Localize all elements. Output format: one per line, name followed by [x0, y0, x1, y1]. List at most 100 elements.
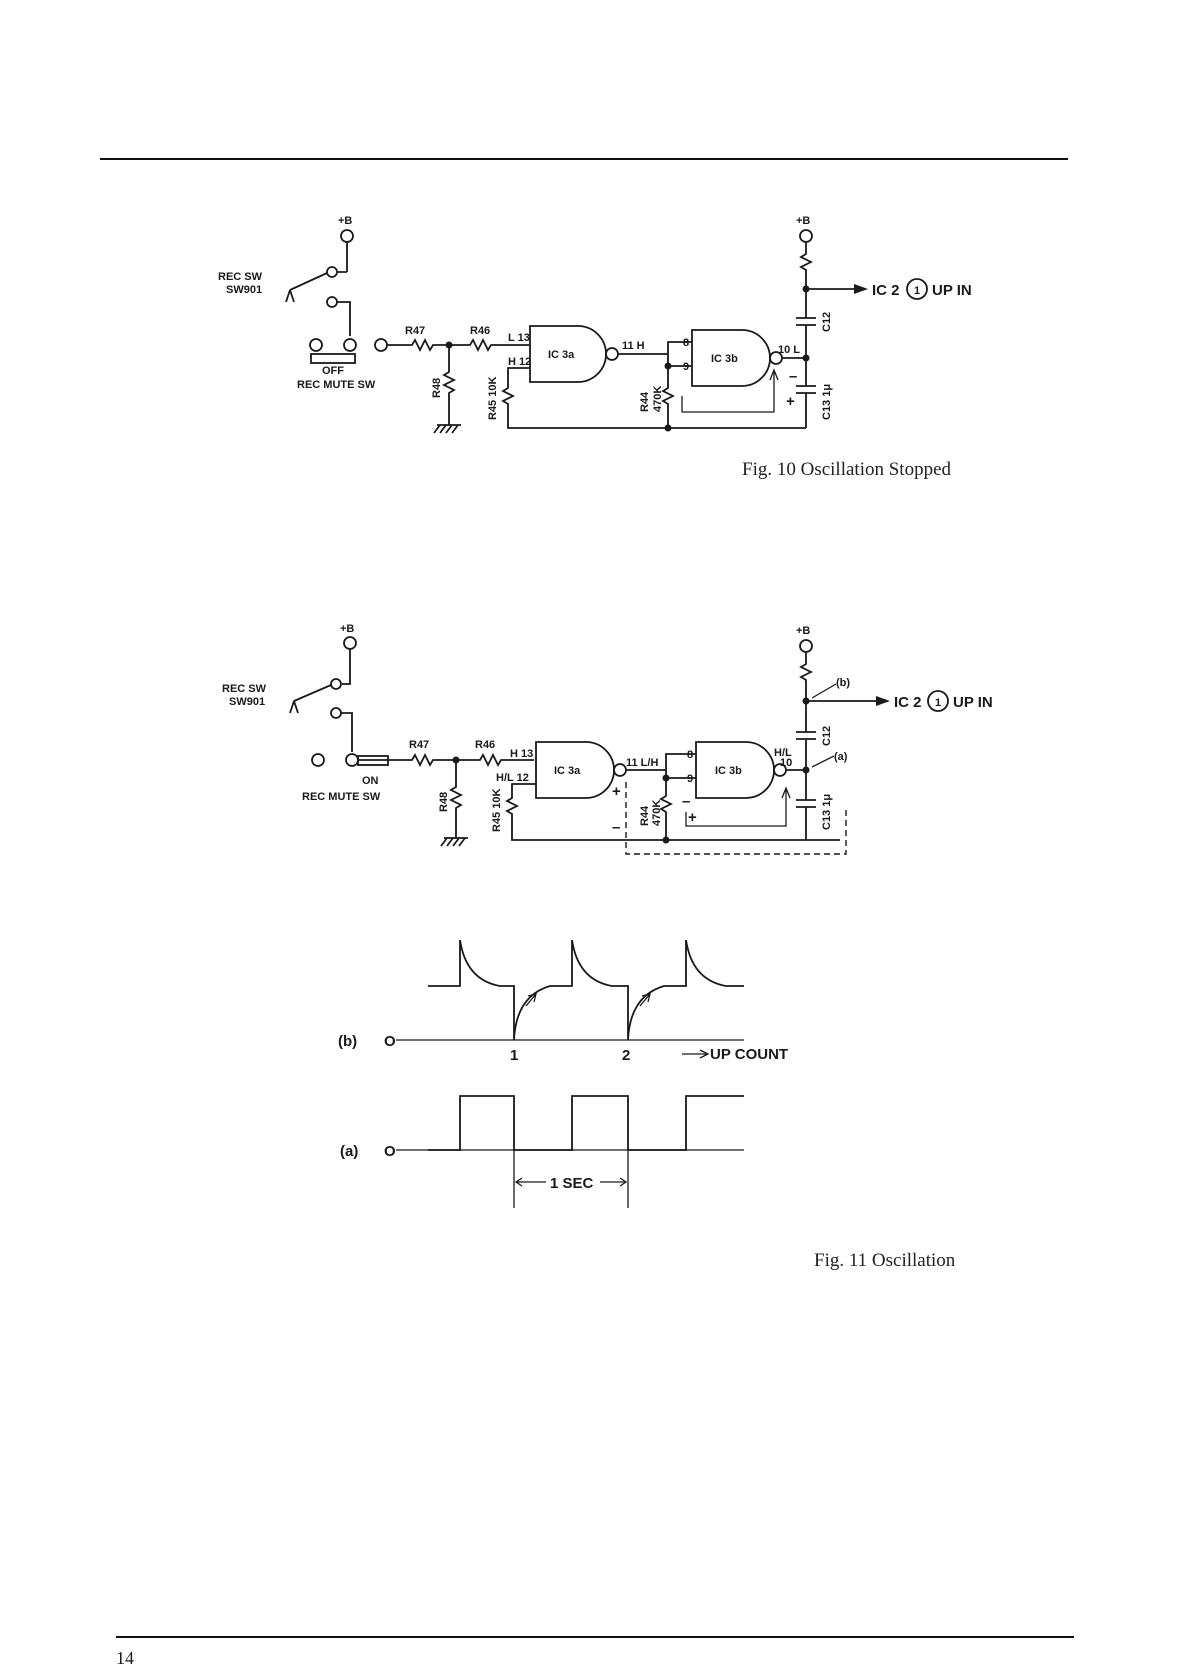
wave-period-label: 1 SEC — [550, 1175, 594, 1192]
fig10-c12-label: C12 — [821, 312, 833, 332]
fig11-pin8: 8 — [687, 749, 693, 761]
wave-period-arrows-icon — [514, 1177, 628, 1187]
fig10-discharge-path-arrow — [681, 368, 779, 413]
wave-a-trace — [428, 1095, 744, 1151]
fig11-dashed-current-loop — [625, 782, 847, 855]
fig11-wire — [342, 649, 351, 685]
fig10-minus: – — [789, 368, 797, 385]
wave-up-count: UP COUNT — [710, 1046, 788, 1063]
fig10-rec-switch-lever — [285, 272, 328, 303]
fig11-probe-b: (b) — [836, 677, 850, 689]
fig11-output-ic2: IC 2 — [894, 694, 922, 711]
fig10-rec-mute-sw-label: REC MUTE SW — [297, 379, 376, 391]
fig11-caption: Fig. 11 Oscillation — [814, 1250, 956, 1271]
wave-count-1: 1 — [510, 1047, 518, 1064]
fig10-r45-label: R45 10K — [487, 377, 499, 420]
fig11-rec-sw-label: REC SW — [222, 683, 267, 695]
fig11-ic3b-label: IC 3b — [715, 765, 742, 777]
fig10-pin9: 9 — [683, 361, 689, 373]
top-rule — [100, 158, 1068, 160]
fig10-wire — [338, 242, 348, 273]
fig10-pin8: 8 — [683, 337, 689, 349]
fig10-r47-label: R47 — [405, 325, 425, 337]
fig11-switch-contact-lower — [330, 707, 342, 719]
wave-period-markers — [513, 1150, 629, 1208]
wave-b-label: (b) — [338, 1033, 357, 1050]
fig10-c12 — [796, 317, 816, 326]
fig10-input-terminal — [374, 338, 388, 352]
fig10-mute-state: OFF — [322, 365, 344, 377]
fig10-junction — [664, 424, 672, 432]
fig10-output-ic2: IC 2 — [872, 282, 900, 299]
fig11-plus-b-left-terminal — [343, 636, 357, 650]
fig11-rec-mute-sw-label: REC MUTE SW — [302, 791, 381, 803]
fig11-r44 — [659, 778, 674, 840]
fig11-sw901-label: SW901 — [229, 696, 265, 708]
fig11-c13 — [796, 799, 816, 840]
fig11-pullup-resistor — [799, 652, 814, 732]
wave-b-trace — [428, 939, 744, 1041]
fig10-r44-value: 470K — [652, 386, 664, 412]
fig11-pin10: 10 — [780, 757, 792, 769]
fig11-mute-contact-left — [311, 753, 325, 767]
fig11-c12-label: C12 — [821, 726, 833, 746]
fig10-r45-feedback — [501, 367, 806, 429]
fig10-pin13: L 13 — [508, 332, 530, 344]
fig10-r44 — [661, 366, 676, 428]
fig11-pin12: H/L 12 — [496, 772, 529, 784]
page-number: 14 — [116, 1648, 134, 1668]
fig10-ic3a-output-bubble — [605, 347, 619, 361]
fig11-output-pin-circle-icon — [927, 690, 949, 712]
fig11-c13-label: C13 1μ — [821, 794, 833, 830]
fig10-wire — [337, 301, 351, 336]
fig11-output-arrow-icon — [876, 696, 890, 706]
fig11-r44-value: 470K — [651, 800, 663, 826]
fig11-r47-label: R47 — [409, 739, 429, 751]
fig11-output-up-in: UP IN — [953, 694, 993, 711]
fig10-r48 — [441, 345, 457, 425]
fig11-waveforms: (b) O 1 2 UP COUNT (a) O 1 SEC — [338, 939, 788, 1208]
fig10-caption: Fig. 10 Oscillation Stopped — [742, 459, 951, 480]
fig11-mute-contact-right — [345, 753, 359, 767]
wave-a-label: (a) — [340, 1143, 358, 1160]
fig11-charge-path-arrow — [685, 786, 791, 827]
fig11-r45-feedback — [505, 783, 840, 841]
fig10-pin12: H 12 — [508, 356, 531, 368]
fig11-pin10-state: H/L — [774, 747, 792, 759]
fig11-mute-state: ON — [362, 775, 379, 787]
fig10-mute-contact-right — [343, 338, 357, 352]
fig10-ic3a-label: IC 3a — [548, 349, 575, 361]
fig11-plus-b-right-terminal — [799, 639, 813, 653]
fig11-ic3a-output-bubble — [613, 763, 627, 777]
fig11-ic3a-label: IC 3a — [554, 765, 581, 777]
fig11-output-pin: 1 — [935, 697, 941, 709]
fig10-output-up-in: UP IN — [932, 282, 972, 299]
fig11-plus-b-right: +B — [796, 625, 810, 637]
fig10-rec-sw-label: REC SW — [218, 271, 263, 283]
fig11-rec-switch-lever — [289, 684, 332, 714]
wave-a-zero: O — [384, 1143, 396, 1160]
fig11-junction — [662, 836, 670, 844]
fig11-r46-label: R46 — [475, 739, 495, 751]
fig10-junction — [802, 354, 810, 362]
fig11-probe-a: (a) — [834, 751, 848, 763]
bottom-rule — [116, 1636, 1074, 1638]
fig11-pin9: 9 — [687, 773, 693, 785]
fig10-schematic: +B REC SW SW901 OFF REC MUTE SW R47 R46 … — [218, 215, 972, 434]
fig10-output-arrow-icon — [854, 284, 868, 294]
fig10-pullup-resistor — [799, 242, 814, 318]
fig11-minus-left: – — [612, 819, 620, 836]
fig10-mute-contact-left — [309, 338, 323, 352]
fig10-ic3b-label: IC 3b — [711, 353, 738, 365]
fig10-r48-label: R48 — [431, 378, 443, 398]
wave-up-count-arrow-icon — [682, 1049, 710, 1059]
fig11-probe-b-pointer — [811, 683, 837, 699]
fig11-wire — [341, 712, 353, 752]
fig10-plus-b-right-terminal — [799, 229, 813, 243]
fig10-switch-contact-upper — [326, 266, 338, 278]
fig11-schematic: +B REC SW SW901 ON REC MUTE SW R47 R46 R… — [222, 623, 993, 855]
fig10-plus: + — [786, 393, 795, 410]
fig10-c13-label: C13 1μ — [821, 384, 833, 420]
wave-count-2: 2 — [622, 1047, 630, 1064]
fig11-probe-a-pointer — [811, 755, 835, 768]
